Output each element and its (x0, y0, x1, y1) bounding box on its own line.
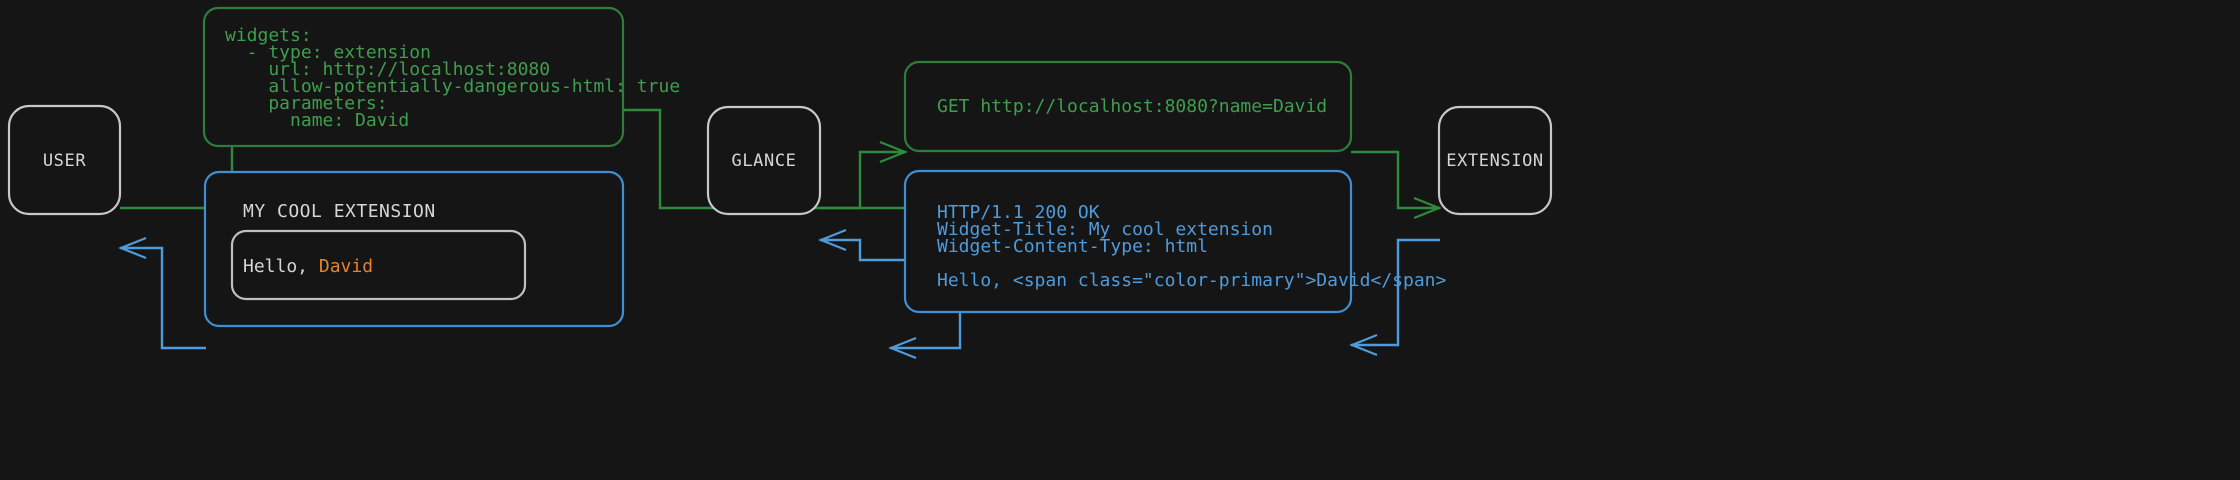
node-extension-box[interactable] (1437, 105, 1553, 216)
panel-widget-preview: MY COOL EXTENSION Hello, David (203, 170, 625, 328)
node-glance-box[interactable] (706, 105, 822, 216)
node-glance-label: GLANCE (731, 151, 796, 171)
node-user-box[interactable] (7, 104, 122, 216)
panel-request: GET http://localhost:8080?name=David (903, 60, 1353, 153)
edge-extension-to-response (1349, 238, 1440, 357)
node-user[interactable]: USER (7, 104, 122, 216)
widget-preview-content-box (230, 229, 527, 301)
panel-response: HTTP/1.1 200 OK Widget-Title: My cool ex… (903, 169, 1446, 314)
widget-preview-title: MY COOL EXTENSION (243, 201, 436, 222)
config-line-3: allow-potentially-dangerous-html: true (225, 76, 680, 97)
node-glance[interactable]: GLANCE (706, 105, 822, 216)
panel-config-box (202, 6, 625, 148)
widget-preview-body-accent: David (319, 256, 373, 277)
edge-preview-to-user (118, 236, 206, 350)
config-line-2: url: http://localhost:8080 (225, 59, 550, 80)
edge-response-to-glance (818, 228, 906, 262)
node-extension[interactable]: EXTENSION (1437, 105, 1553, 216)
node-user-label: USER (43, 151, 87, 171)
panel-config: widgets: - type: extension url: http://l… (202, 6, 680, 148)
widget-preview-body-prefix: Hello, (243, 256, 319, 277)
response-line-2: Widget-Content-Type: html (937, 236, 1208, 257)
edge-glance-to-request (820, 140, 908, 210)
response-line-0: HTTP/1.1 200 OK (937, 202, 1100, 223)
node-extension-label: EXTENSION (1446, 151, 1544, 171)
request-line-0: GET http://localhost:8080?name=David (937, 96, 1327, 117)
widget-preview-body: Hello, David (243, 256, 373, 277)
response-line-1: Widget-Title: My cool extension (937, 219, 1273, 240)
response-line-4: Hello, <span class="color-primary">David… (937, 270, 1446, 291)
panel-response-box (903, 169, 1353, 314)
config-line-4: parameters: (225, 93, 388, 114)
config-line-1: - type: extension (225, 42, 431, 63)
panel-request-box (903, 60, 1353, 153)
config-line-5: name: David (225, 110, 409, 131)
config-line-0: widgets: (225, 25, 312, 46)
edge-request-to-extension (1351, 150, 1442, 220)
